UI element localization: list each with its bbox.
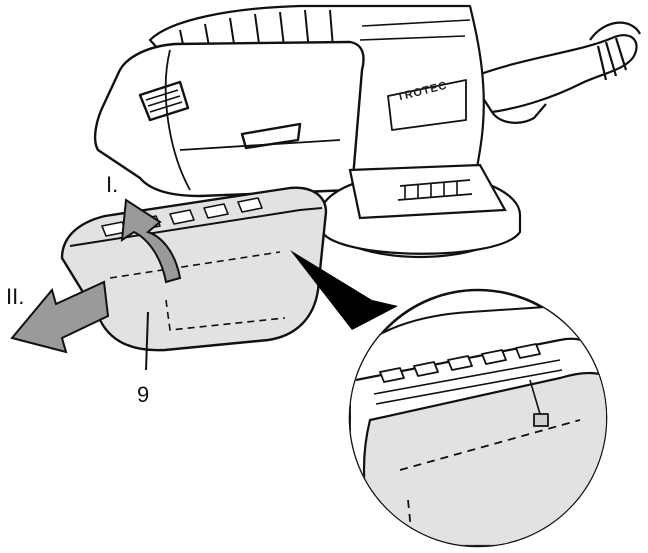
curved-arrow-up-icon <box>120 198 182 284</box>
part-9-leader <box>145 311 149 371</box>
step-one-label: I. <box>106 172 119 197</box>
step-two-label: II. <box>6 284 25 309</box>
part-number-label: 9 <box>137 382 150 407</box>
sander-handle <box>468 21 641 124</box>
arrow-left-icon <box>10 280 110 354</box>
zoom-callout-icon <box>290 250 398 330</box>
battery-pack <box>93 40 365 198</box>
dust-box <box>60 186 328 352</box>
zoom-detail <box>348 288 608 548</box>
